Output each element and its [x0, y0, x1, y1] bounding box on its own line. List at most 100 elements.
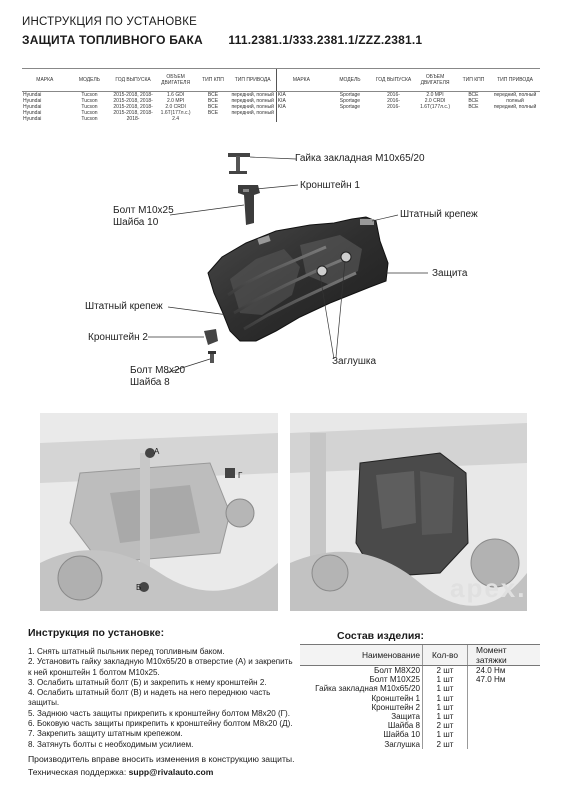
label-washer-8: Шайба 8: [130, 377, 170, 388]
label-guard: Защита: [432, 268, 468, 279]
application-cell: [196, 116, 229, 122]
application-cell: Tucson: [81, 110, 98, 116]
application-cell: 2015-2018, 2018-: [113, 92, 153, 98]
application-cell: 2.0 MPI: [426, 92, 444, 98]
component-name: Кронштейн 1: [371, 693, 420, 703]
application-cell: Tucson: [81, 104, 98, 110]
application-cell: 2.0 CRDI: [424, 98, 446, 104]
application-cell: [413, 116, 457, 122]
col-header: МОДЕЛЬ: [326, 68, 374, 92]
application-cell: [326, 116, 374, 122]
application-cell: передний, полный: [493, 92, 537, 98]
application-cell: [490, 116, 540, 122]
application-cell: ВСЕ: [207, 104, 219, 110]
component-torque: [467, 721, 540, 731]
col-header: ТИП КПП: [196, 68, 230, 92]
application-cell: 1.6 GDI: [167, 92, 185, 98]
support-email: supp@rivalauto.com: [128, 767, 214, 777]
application-cell: Tucson: [81, 116, 98, 122]
col-header: МАРКА: [275, 68, 327, 92]
instruction-step: 3. Ослабить штатный болт (Б) и закрепить…: [28, 677, 267, 687]
application-cell: ВСЕ: [468, 104, 479, 110]
col-qty-header: Кол-во: [422, 644, 468, 666]
component-name: Заглушка: [384, 739, 420, 749]
component-torque: 47.0 Нм: [467, 675, 540, 685]
bracket-1: [238, 185, 260, 225]
col-header: ГОД ВЫПУСКА: [111, 68, 155, 92]
application-cell: Hyundai: [23, 116, 42, 122]
application-table: МАРКА МОДЕЛЬ ГОД ВЫПУСКА ОБЪЕМ ДВИГАТЕЛЯ…: [22, 68, 540, 122]
watermark: apex.ru: [450, 573, 527, 603]
application-cell: передний, полный: [231, 98, 274, 104]
component-qty: 2 шт: [422, 721, 468, 731]
application-cell: полный: [506, 98, 524, 104]
label-bracket-2: Кронштейн 2: [88, 332, 148, 343]
fuel-tank-guard: [207, 216, 389, 342]
application-cell: Hyundai: [23, 92, 42, 98]
label-std-mount-right: Штатный крепеж: [400, 209, 478, 220]
col-header: ОБЪЕМ ДВИГАТЕЛЯ: [154, 68, 197, 92]
component-torque: [467, 693, 540, 703]
col-torque-header: Момент затяжки: [467, 644, 540, 666]
application-cell: 2016-: [387, 104, 400, 110]
application-cell: Hyundai: [23, 98, 42, 104]
component-qty: 1 шт: [422, 702, 468, 713]
application-cell: Tucson: [81, 92, 98, 98]
components-header: Наименование Кол-во Момент затяжки: [300, 644, 540, 666]
application-cell: 1.6T(177л.с.): [160, 110, 191, 116]
col-header: МОДЕЛЬ: [67, 68, 112, 92]
application-cell: передний, полный: [231, 110, 274, 116]
application-cell: [275, 116, 327, 122]
instructions-list: 1. Снять штатный пыльник перед топливным…: [28, 647, 318, 750]
application-cell: 1.6T(177л.с.): [420, 104, 450, 110]
component-name: Болт М10Х25: [369, 675, 420, 685]
component-name: Болт М8Х20: [374, 666, 420, 675]
application-cell: передний, полный: [231, 104, 274, 110]
footer-note: Производитель вправе вносить изменения в…: [28, 754, 295, 764]
header-title: ИНСТРУКЦИЯ ПО УСТАНОВКЕ: [22, 16, 198, 28]
label-std-mount-left: Штатный крепеж: [85, 301, 163, 312]
product-title: ЗАЩИТА ТОПЛИВНОГО БАКА 111.2381.1/333.23…: [22, 33, 422, 47]
application-cell: [374, 116, 413, 122]
component-qty: 2 шт: [422, 665, 468, 676]
application-table-header: МАРКА МОДЕЛЬ ГОД ВЫПУСКА ОБЪЕМ ДВИГАТЕЛЯ…: [22, 68, 540, 92]
application-cell: [230, 116, 277, 122]
application-cell: 2.0 MPI: [167, 98, 185, 104]
col-header: ТИП ПРИВОДА: [490, 68, 540, 92]
instructions-title: Инструкция по установке:: [28, 627, 165, 639]
instruction-step: 5. Заднюю часть защиты прикрепить к крон…: [28, 708, 290, 718]
component-torque: [467, 684, 540, 694]
col-name-header: Наименование: [300, 644, 423, 666]
component-name: Шайба 8: [387, 721, 420, 731]
component-name: Шайба 10: [383, 730, 420, 740]
photo-after: apex.ru: [290, 413, 527, 611]
photo-marker-a: А: [154, 447, 160, 456]
application-cell: KIA: [275, 91, 327, 98]
application-cell: Hyundai: [23, 104, 42, 110]
support-label: Техническая поддержка:: [28, 767, 127, 777]
instruction-step: 8. Затянуть болты с необходимым усилием.: [28, 739, 194, 749]
leader-lines: [148, 156, 428, 374]
instruction-step: 6. Боковую часть защиты прикрепить к кро…: [28, 719, 293, 729]
component-qty: 1 шт: [422, 693, 468, 703]
label-plug: Заглушка: [332, 356, 377, 367]
application-cell: KIA: [275, 98, 327, 104]
component-name: Защита: [391, 712, 420, 722]
instruction-step: 4. Ослабить штатный болт (В) и надеть на…: [28, 688, 271, 698]
product-name: ЗАЩИТА ТОПЛИВНОГО БАКА: [22, 33, 203, 47]
bolt-m8: [208, 351, 216, 363]
instruction-step: защиты.: [28, 698, 60, 708]
exploded-diagram: [148, 153, 428, 374]
application-cell: Hyundai: [23, 110, 42, 116]
application-cell: ВСЕ: [207, 98, 219, 104]
application-cell: ВСЕ: [468, 98, 479, 104]
